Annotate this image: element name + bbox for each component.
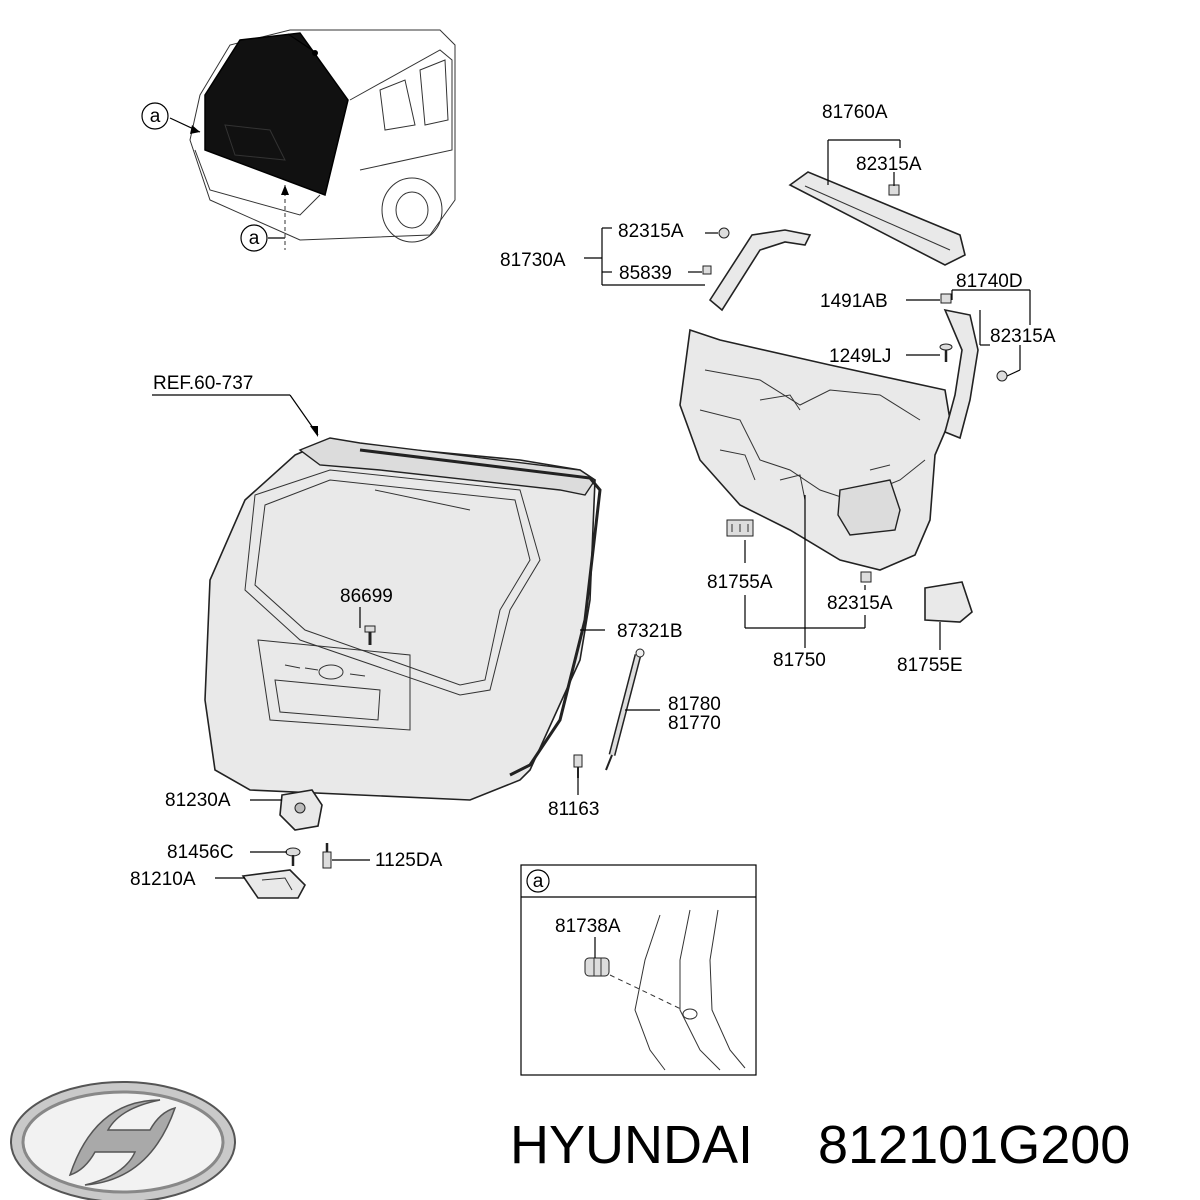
- callout-a-bottom-label: a: [249, 228, 260, 249]
- tailgate-glass-silhouette: [204, 32, 349, 196]
- label-82315A-r: 82315A: [990, 326, 1056, 347]
- bolt-1125DA: [322, 843, 332, 869]
- handle-81210A: [241, 869, 306, 899]
- detail-box-a: a: [520, 864, 757, 1076]
- label-81780: 81780: [668, 694, 721, 715]
- hyundai-logo: [10, 1081, 236, 1200]
- label-86699: 86699: [340, 586, 393, 607]
- label-82315A-a: 82315A: [618, 221, 684, 242]
- label-81738A: 81738A: [555, 916, 621, 937]
- label-ref: REF.60-737: [153, 373, 253, 394]
- bolt-86699: [364, 625, 376, 645]
- label-81730A: 81730A: [500, 250, 566, 271]
- detail-box-callout-label: a: [533, 871, 544, 892]
- label-81750: 81750: [773, 650, 826, 671]
- part-number: 812101G200: [818, 1115, 1130, 1175]
- label-1491AB: 1491AB: [820, 291, 888, 312]
- tailgate-panel: [204, 437, 596, 801]
- clip-82315A-b: [860, 571, 872, 583]
- callout-a-top: a: [141, 102, 169, 130]
- clip-82315A-r: [996, 370, 1008, 382]
- screw-81456C: [285, 847, 301, 866]
- label-81210A: 81210A: [130, 869, 196, 890]
- latch-81230A: [279, 789, 323, 831]
- label-1249LJ: 1249LJ: [829, 346, 891, 367]
- garnish-81730A: [708, 229, 812, 312]
- label-87321B: 87321B: [617, 621, 683, 642]
- handle-81755A: [726, 519, 754, 537]
- clip-85839: [702, 265, 712, 275]
- side-trim-81740D: [943, 308, 979, 440]
- callout-a-bottom: a: [240, 224, 268, 252]
- label-81230A: 81230A: [165, 790, 231, 811]
- car-rear-overview: [169, 29, 456, 250]
- weatherstrip-seal: [359, 448, 602, 777]
- ball-stud-81163: [573, 754, 583, 778]
- label-81770: 81770: [668, 713, 721, 734]
- bolt-1249LJ: [939, 343, 953, 362]
- label-81755E: 81755E: [897, 655, 963, 676]
- clip-82315A-a: [718, 227, 730, 239]
- inner-trim-panel-81750: [679, 328, 951, 571]
- upper-trim-81760A: [788, 171, 966, 266]
- label-1125DA: 1125DA: [375, 850, 443, 871]
- clip-1491AB: [940, 293, 952, 304]
- bumper-81738A: [584, 957, 610, 977]
- label-81740D: 81740D: [956, 271, 1023, 292]
- gas-strut: [605, 648, 645, 771]
- label-81760A: 81760A: [822, 102, 888, 123]
- callout-a-top-label: a: [150, 106, 161, 127]
- cover-81755E: [924, 581, 973, 623]
- label-82315A-b: 82315A: [827, 593, 893, 614]
- clip-82315A-top: [888, 184, 900, 196]
- label-81456C: 81456C: [167, 842, 234, 863]
- label-85839: 85839: [619, 263, 672, 284]
- label-81163: 81163: [548, 799, 599, 820]
- leader-lines: [152, 139, 1031, 879]
- label-82315A-top: 82315A: [856, 154, 922, 175]
- label-81755A: 81755A: [707, 572, 773, 593]
- brand-name: HYUNDAI: [510, 1115, 753, 1175]
